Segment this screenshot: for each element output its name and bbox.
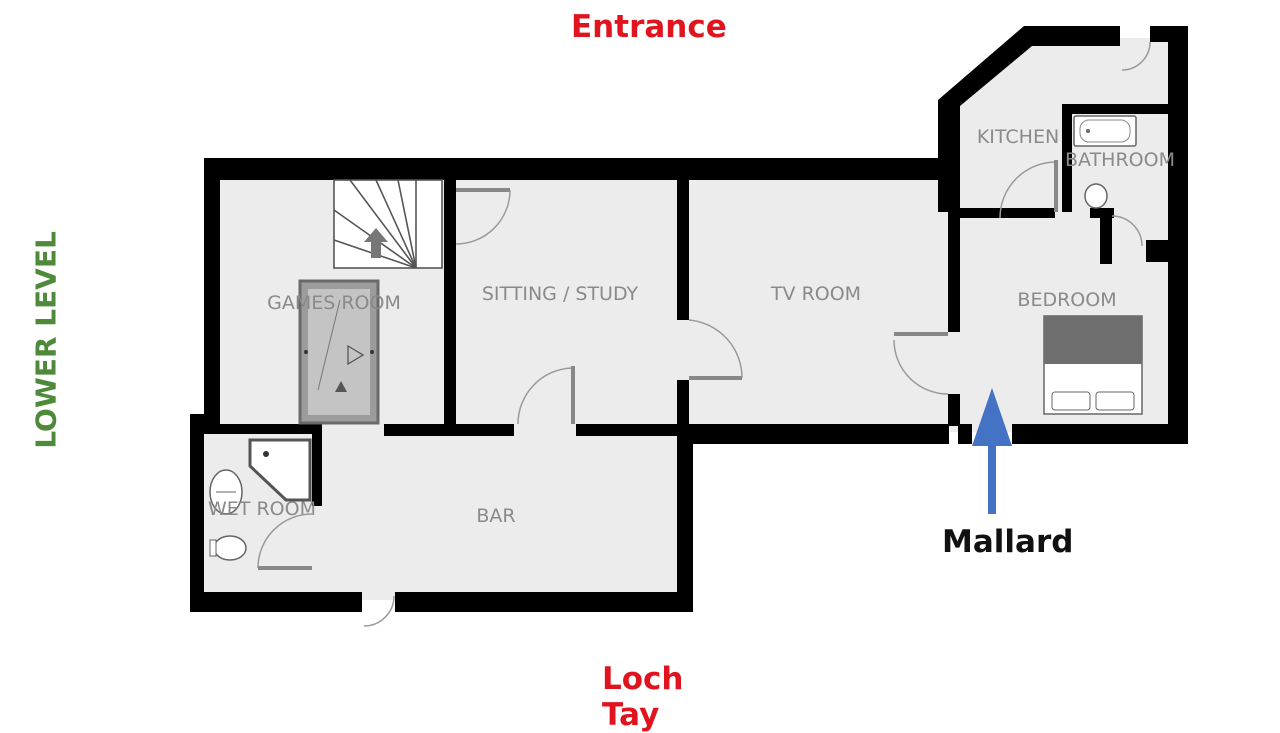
mallard-label: Mallard	[942, 524, 1074, 560]
marker-arrow-icon	[972, 388, 1012, 514]
room-kitchen: KITCHEN	[977, 126, 1059, 148]
level-label: LOWER LEVEL	[29, 231, 63, 449]
room-labels: GAMES ROOM SITTING / STUDY TV ROOM KITCH…	[208, 126, 1175, 527]
sink-icon	[209, 469, 243, 515]
room-bar: BAR	[476, 505, 515, 527]
bathroom-toilet-icon	[1084, 183, 1108, 209]
toilet-icon	[209, 535, 247, 561]
room-games: GAMES ROOM	[267, 292, 401, 314]
doors	[257, 41, 1151, 627]
pool-table-icon	[298, 279, 380, 425]
room-sitting: SITTING / STUDY	[482, 283, 639, 305]
shower-icon	[248, 438, 312, 502]
room-bedroom: BEDROOM	[1017, 289, 1116, 311]
walls	[190, 26, 1188, 612]
arrow-up-icon	[364, 228, 388, 258]
room-bathroom: BATHROOM	[1065, 149, 1175, 171]
room-wet: WET ROOM	[208, 498, 316, 520]
bed-icon	[1043, 315, 1143, 415]
entrance-label: Entrance	[571, 9, 727, 45]
room-tv: TV ROOM	[770, 283, 861, 305]
bath-icon	[1073, 115, 1137, 147]
loch-label: Loch Tay	[602, 661, 684, 733]
staircase-icon	[333, 179, 443, 269]
